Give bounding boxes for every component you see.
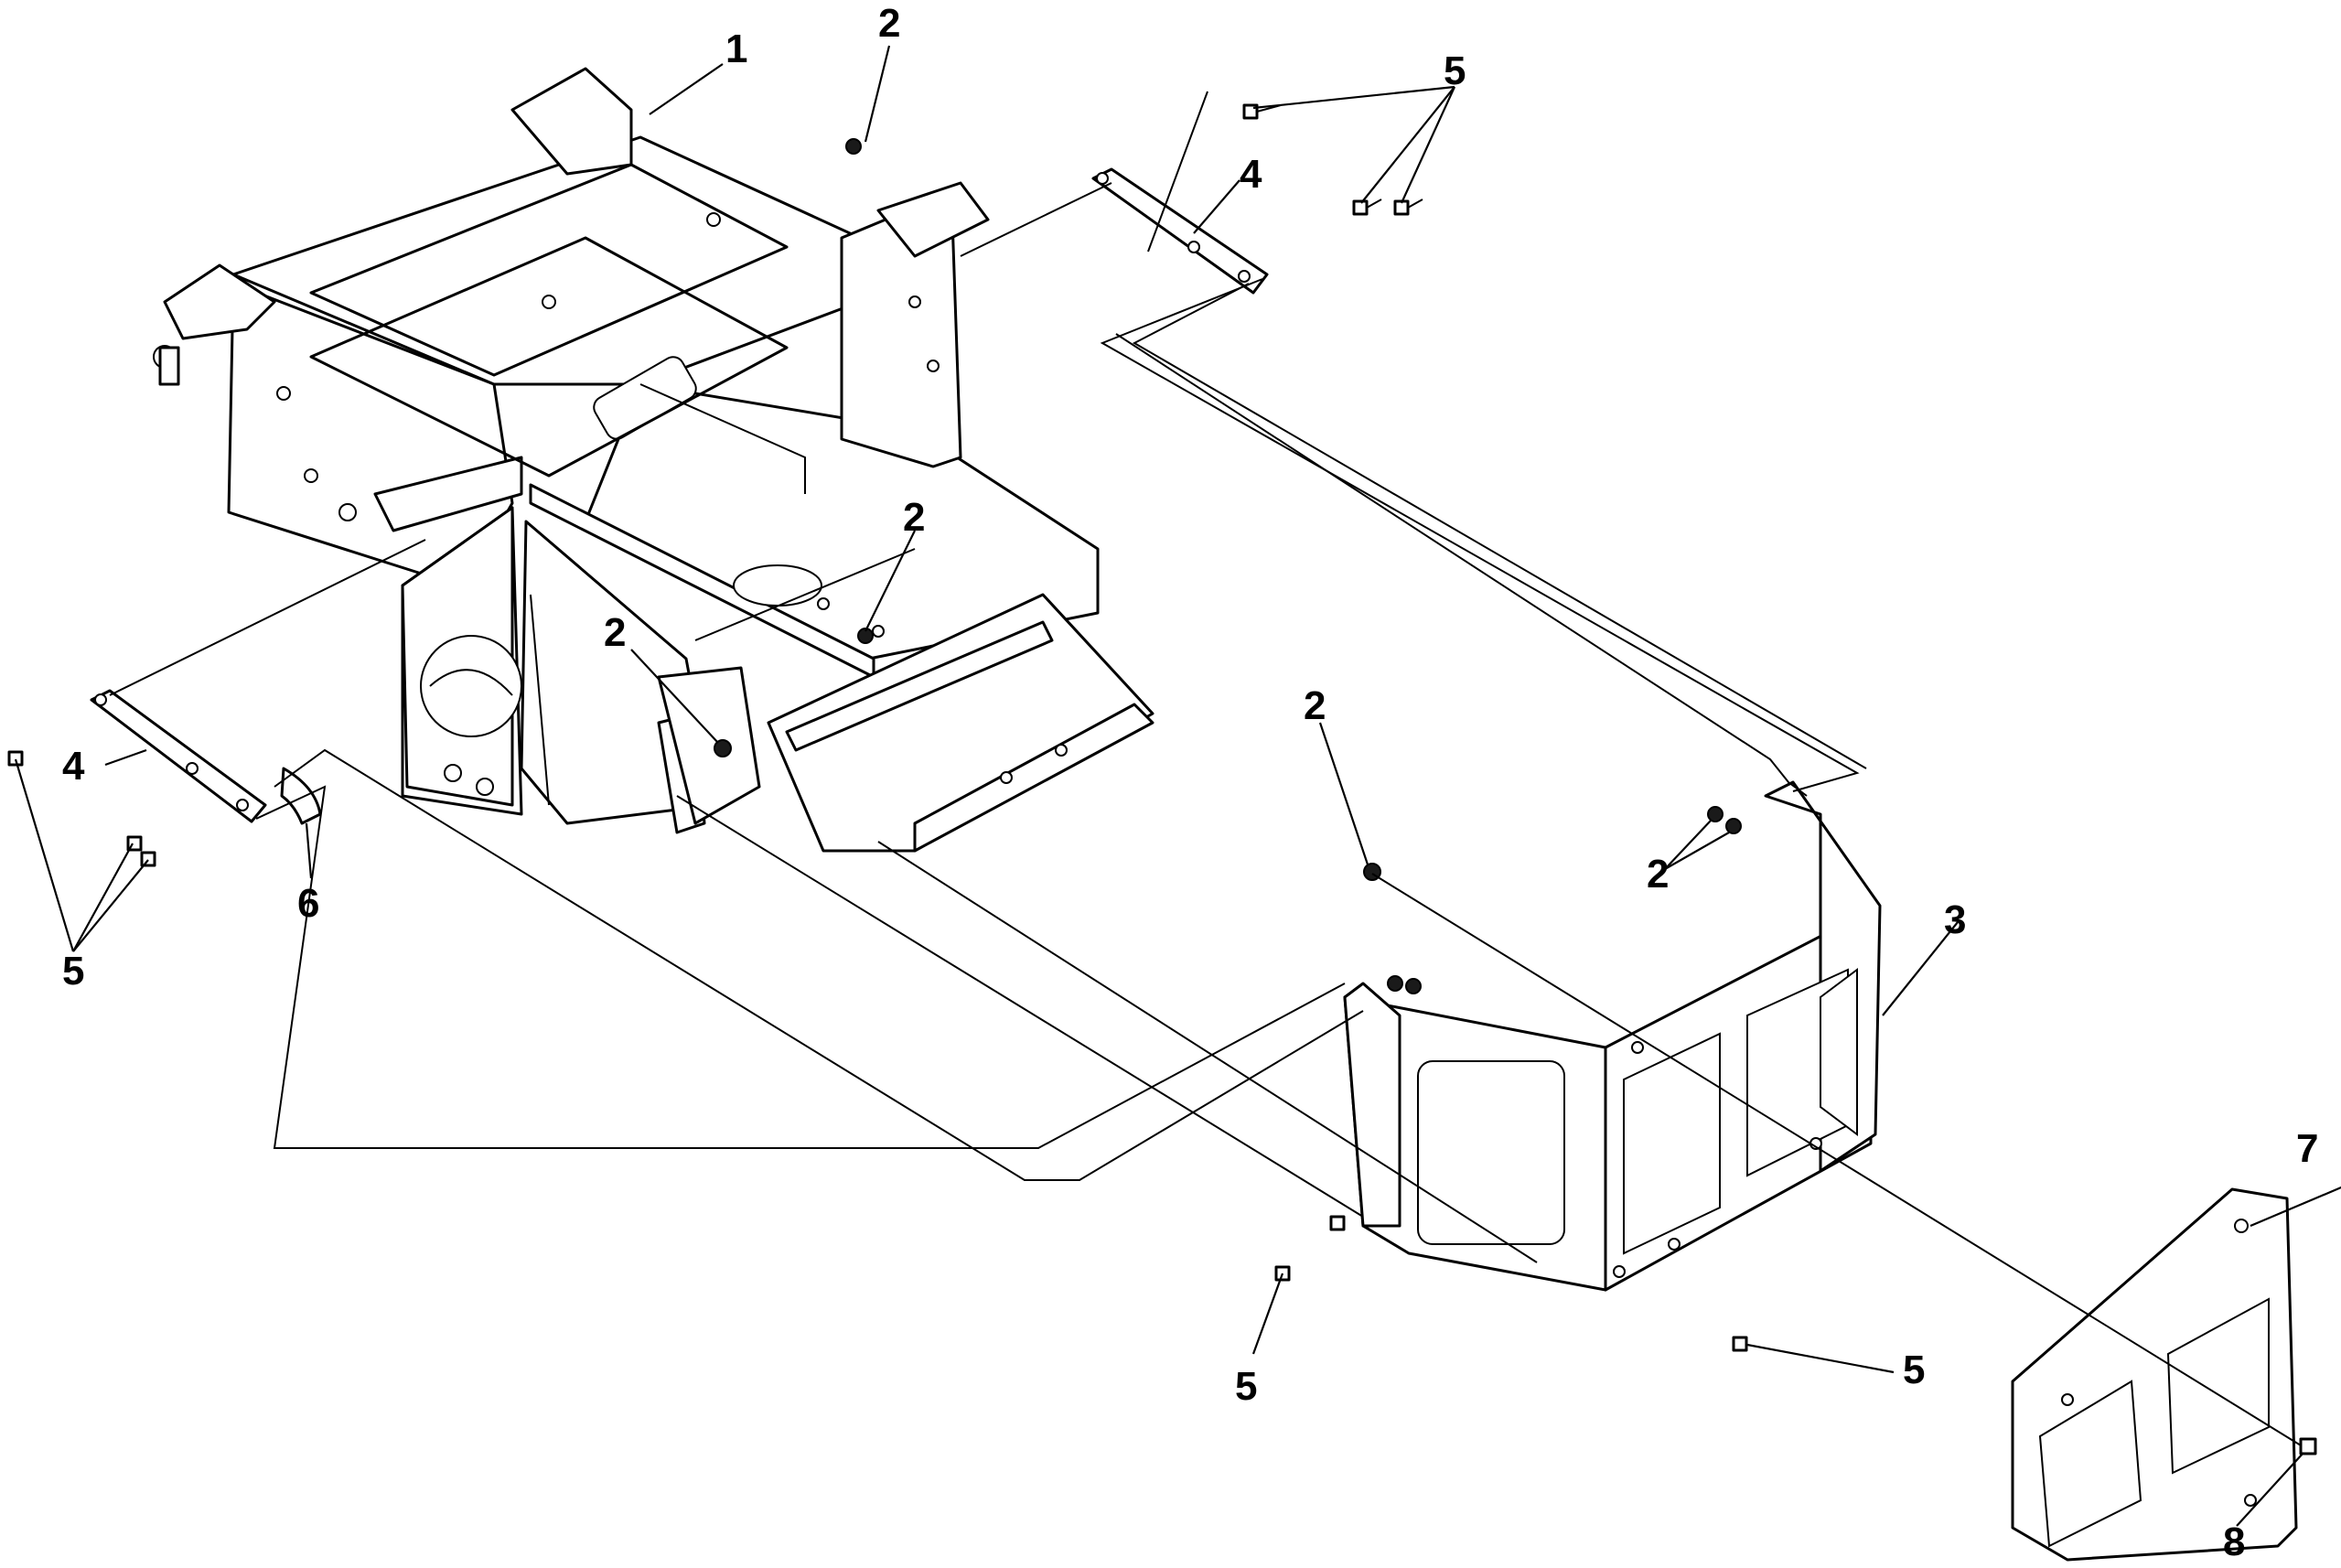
callout-5-bottom-right: 5 [1903, 1348, 1925, 1392]
callout-4-right: 4 [1240, 152, 1262, 197]
side-bar-right [1091, 167, 1269, 295]
callout-7: 7 [2296, 1126, 2318, 1171]
callout-5-left: 5 [62, 949, 84, 993]
side-bar-left [90, 689, 267, 823]
callout-4-left: 4 [62, 744, 85, 789]
callout-2-mid: 2 [1304, 683, 1326, 728]
callout-5-top: 5 [1444, 48, 1466, 93]
assembly-lines [109, 91, 2302, 1446]
cover-plate [2011, 1187, 2298, 1562]
callout-labels: 1 2 2 2 2 2 3 4 4 5 5 5 5 6 7 8 [62, 1, 2318, 1564]
callout-2-front: 2 [604, 610, 626, 655]
callout-5-bottom: 5 [1235, 1364, 1257, 1409]
clip [280, 767, 322, 825]
callout-1: 1 [725, 27, 747, 71]
callout-2-center: 2 [903, 495, 925, 540]
rear-bracket [1343, 780, 1882, 1292]
callout-8: 8 [2223, 1520, 2245, 1564]
callout-3: 3 [1944, 897, 1966, 942]
leader-lines [14, 45, 2341, 1527]
main-frame [153, 67, 1154, 853]
callout-2-top: 2 [878, 1, 900, 46]
callout-6: 6 [297, 881, 319, 926]
callout-2-right: 2 [1647, 852, 1669, 897]
